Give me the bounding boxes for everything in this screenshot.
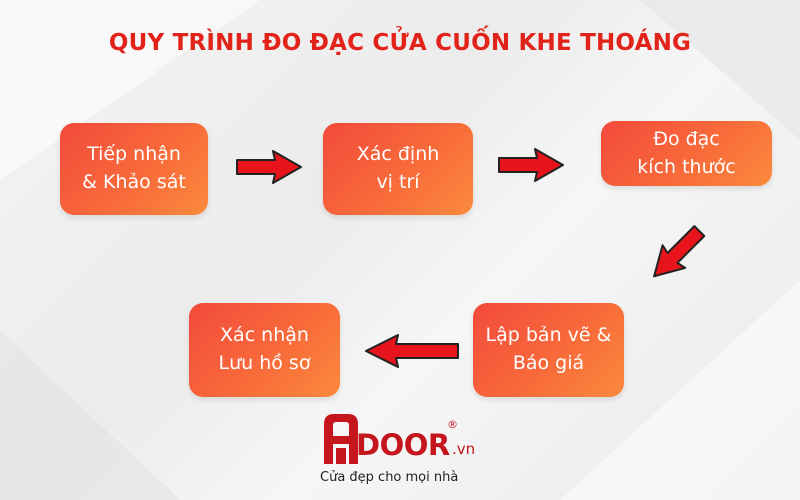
adoor-logo-mark-icon [324,414,358,464]
arrow-right-icon [498,148,564,182]
arrow-down-left-icon [653,225,706,278]
step-box-confirm-archive: Xác nhận Lưu hồ sơ [189,303,340,397]
arrow-left-icon [365,334,459,368]
page-title: QUY TRÌNH ĐO ĐẠC CỬA CUỐN KHE THOÁNG [108,30,692,56]
step-box-survey: Tiếp nhận & Khảo sát [60,123,208,215]
logo-slogan: Cửa đẹp cho mọi nhà [320,470,459,485]
step-box-drawing-quote: Lập bản vẽ & Báo giá [473,303,624,397]
step-box-locate: Xác định vị trí [323,123,473,215]
arrow-right-icon [236,150,302,184]
step-box-measure: Đo đạc kích thước [601,121,772,186]
logo-domain: .vn [452,440,476,458]
registered-mark: ® [447,418,458,431]
brand-logo: DOOR .vn ® Cửa đẹp cho mọi nhà [318,410,498,495]
logo-wordmark: DOOR [356,428,450,462]
